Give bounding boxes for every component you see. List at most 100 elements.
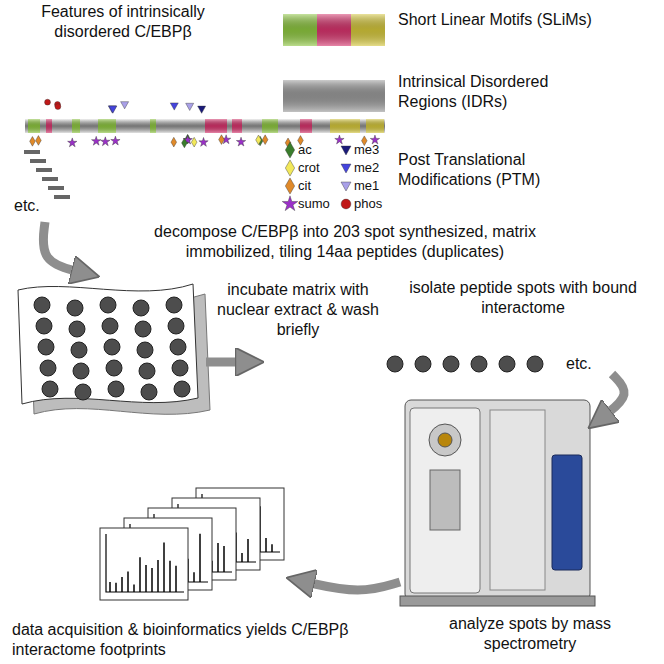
- legend-text: ac: [298, 142, 312, 157]
- peptide-spot: [69, 321, 85, 337]
- peptide-spot: [139, 363, 155, 379]
- drawing-part: [283, 14, 385, 46]
- legend-item: sumo: [298, 195, 330, 212]
- step-label: data acquisition & bioinformatics yields…: [12, 620, 382, 660]
- drawing-part: [265, 538, 267, 552]
- ptm-symbol: [182, 138, 188, 148]
- peptide-spot: [73, 363, 89, 379]
- ptm-symbol: [121, 102, 129, 109]
- drawing-part: [115, 583, 117, 592]
- legend-text: phos: [354, 196, 382, 211]
- peptide-membrane: [18, 284, 210, 414]
- peptide-spot: [174, 381, 190, 397]
- ptm-symbol: [36, 136, 42, 146]
- drawing-part: [247, 539, 249, 562]
- ptm-symbol: [199, 137, 208, 146]
- peptide-spot: [75, 384, 91, 400]
- legend-samples: [282, 14, 385, 211]
- drawing-part: [25, 119, 385, 133]
- step-label: isolate peptide spots with bound interac…: [392, 278, 654, 318]
- process-arrow: [306, 582, 400, 590]
- isolated-spot: [471, 356, 487, 372]
- peptide-spot: [133, 300, 149, 316]
- drawing-part: [145, 565, 147, 592]
- drawing-part: [109, 582, 111, 592]
- drawing-part: [151, 568, 153, 592]
- drawing-part: [552, 455, 582, 570]
- legend-text: Short Linear Motifs (SLiMs): [398, 11, 592, 28]
- ptm-symbol: [186, 103, 194, 110]
- step-label: etc.: [14, 196, 64, 216]
- legend-item: Short Linear Motifs (SLiMs): [398, 10, 598, 30]
- isolated-spot: [387, 356, 403, 372]
- legend-text: cit: [298, 178, 311, 193]
- drawing-part: [199, 534, 201, 582]
- drawing-part: [157, 560, 159, 592]
- ptm-symbol: [30, 137, 36, 147]
- peptide-spot: [100, 297, 116, 313]
- tiling-peptide: [36, 168, 52, 172]
- drawing-part: [490, 410, 545, 590]
- ptm-symbol: [341, 164, 351, 173]
- drawing-part: [217, 543, 219, 572]
- legend-swatch: [283, 80, 385, 112]
- drawing-part: [429, 424, 461, 456]
- step-label: etc.: [566, 354, 616, 374]
- drawing-part: [121, 577, 123, 592]
- legend-text: Post Translational Modifications (PTM): [398, 151, 540, 188]
- ptm-symbol: [256, 135, 262, 145]
- peptide-spot: [168, 318, 184, 334]
- ptm-symbol: [111, 136, 120, 145]
- drawing-part: [223, 546, 225, 572]
- isolated-spot: [415, 356, 431, 372]
- peptide-spot: [71, 342, 87, 358]
- legend-text: sumo: [298, 196, 330, 211]
- peptide-spot: [40, 360, 56, 376]
- tiling-peptide: [48, 186, 64, 190]
- drawing-part: [100, 528, 188, 600]
- tiling-peptide: [24, 150, 40, 154]
- drawing-part: [271, 544, 273, 552]
- legend-text: crot: [298, 160, 320, 175]
- peptide-spot: [106, 360, 122, 376]
- ptm-symbol: [171, 137, 177, 147]
- drawing-part: [169, 561, 171, 592]
- peptide-spot: [67, 300, 83, 316]
- ptm-symbol: [341, 199, 351, 209]
- drawing-part: [283, 80, 385, 112]
- legend-text: Intrinsical Disordered Regions (IDRs): [398, 73, 548, 110]
- step-label: incubate matrix with nuclear extract & w…: [212, 280, 384, 340]
- process-arrow: [43, 222, 80, 272]
- isolated-spot: [527, 356, 543, 372]
- peptide-spot: [137, 342, 153, 358]
- peptide-spot: [104, 339, 120, 355]
- legend-text: me1: [354, 178, 379, 193]
- tiling-peptide: [54, 195, 70, 199]
- ptm-symbol: [109, 106, 117, 113]
- ptm-symbol: [285, 160, 294, 176]
- peptide-spot: [36, 318, 52, 334]
- legend-item: ac: [298, 141, 312, 158]
- drawing-part: [133, 585, 135, 592]
- drawing-part: [18, 284, 198, 404]
- process-arrow: [604, 374, 624, 416]
- legend-item: me2: [354, 159, 379, 176]
- drawing-part: [410, 408, 480, 593]
- peptide-spot: [172, 360, 188, 376]
- tiling-peptide: [30, 159, 46, 163]
- drawing-part: [405, 400, 590, 600]
- drawing-part: [163, 543, 165, 592]
- legend-item: me1: [354, 177, 379, 194]
- ptm-symbol: [219, 135, 225, 145]
- drawing-part: [193, 572, 195, 582]
- legend-item: cit: [298, 177, 311, 194]
- ptm-symbol: [45, 99, 51, 105]
- legend-swatch: [283, 80, 385, 112]
- ptm-symbol: [170, 103, 178, 110]
- step-label: decompose C/EBPβ into 203 spot synthesiz…: [110, 222, 580, 262]
- drawing-part: [175, 566, 177, 592]
- ptm-symbol: [282, 196, 298, 211]
- ptm-symbol: [101, 137, 110, 146]
- tiling-peptide: [42, 177, 58, 181]
